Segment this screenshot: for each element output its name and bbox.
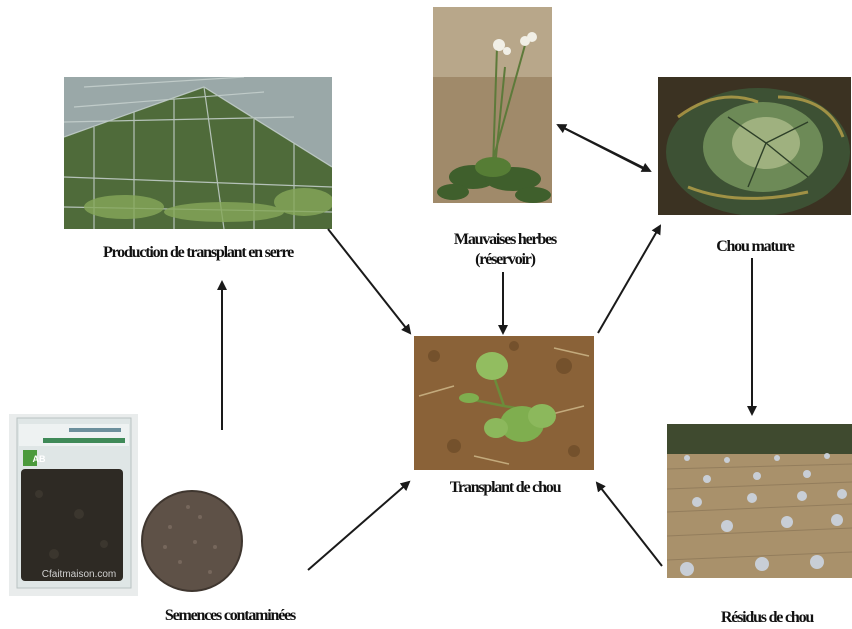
seed-packet-photo: AB Cfaitmaison.com [9, 414, 138, 596]
residues-label: Résidus de chou [720, 609, 814, 626]
seeds-label: Semences contaminées [164, 607, 296, 624]
mature-cabbage-label: Chou mature [716, 238, 795, 255]
arrow-transplant-to-mature [597, 224, 662, 334]
mature-cabbage-photo [658, 77, 851, 215]
greenhouse-label: Production de transplant en serre [102, 244, 294, 261]
greenhouse-photo [64, 77, 332, 229]
arrow-weeds-to-mature [557, 124, 652, 172]
arrow-greenhouse-to-transplant [327, 228, 412, 335]
transplant-label: Transplant de chou [449, 479, 562, 496]
seed-packet-brand: Cfaitmaison.com [41, 569, 117, 580]
cabbage-transplant-photo [414, 336, 594, 470]
arrow-seeds-to-transplant [307, 480, 411, 571]
organic-badge: AB [32, 454, 46, 464]
weeds-label: Mauvaises herbes (réservoir) [453, 231, 557, 268]
arrow-residues-to-transplant [595, 481, 663, 567]
seeds-photo [140, 487, 244, 595]
weeds-photo [433, 7, 552, 203]
cabbage-residues-photo [667, 424, 852, 578]
